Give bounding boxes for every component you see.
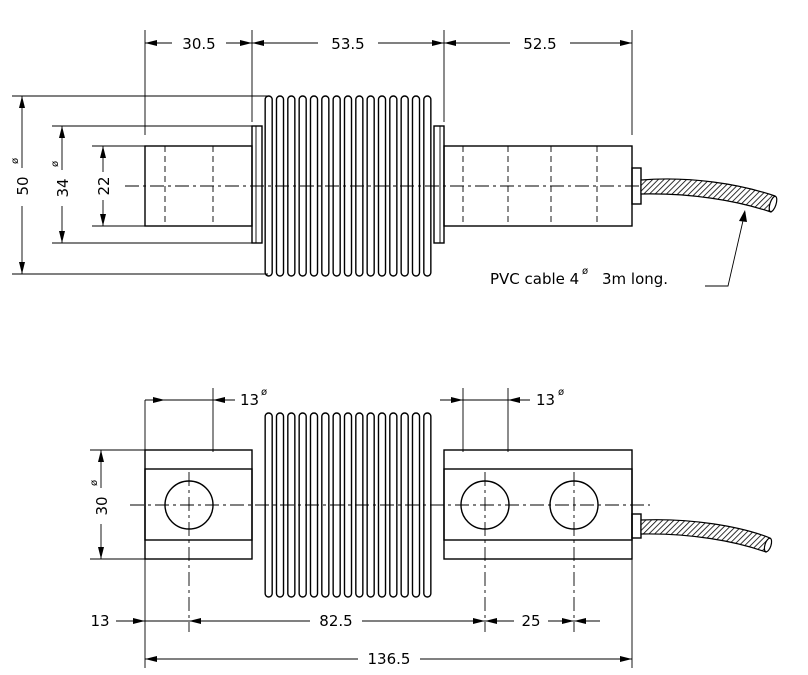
width-dia-symbol: ø [89, 480, 100, 486]
top-view: 30.5 53.5 52.5 50 ø 34 ø [10, 30, 778, 288]
width-dimension: 30 ø [89, 449, 145, 560]
dim-right-label: 52.5 [523, 35, 556, 53]
dia-outer-symbol: ø [10, 158, 21, 164]
bellows-fin [411, 412, 421, 598]
bellows-fin [264, 95, 273, 277]
bottom-cable [640, 519, 773, 553]
bellows-fin [343, 95, 353, 277]
bottom-dimension-chain: 13 82.5 25 136.5 [86, 559, 633, 668]
bottom-bellows [264, 412, 432, 598]
bellows-fin [332, 95, 341, 277]
hole-right-label: 13 [536, 391, 555, 409]
top-dimension-chain: 30.5 53.5 52.5 [144, 30, 633, 135]
bellows-fin [400, 412, 409, 598]
top-body [144, 125, 642, 244]
bellows-fin [309, 412, 319, 598]
bellows-fin [287, 95, 296, 277]
bellows-fin [400, 95, 409, 277]
dia-outer-label: 50 [14, 176, 32, 195]
bellows-fin [264, 412, 273, 598]
dim-middle-label: 53.5 [331, 35, 364, 53]
bellows-fin [423, 412, 432, 598]
hole-dim-left: 13 ø [144, 387, 267, 452]
bellows-fin [377, 95, 387, 277]
dim-left-label: 30.5 [182, 35, 215, 53]
bottom-view: 13 ø 13 ø 30 ø [86, 387, 773, 668]
dia-flange-symbol: ø [50, 161, 61, 167]
dia-flange-label: 34 [54, 178, 72, 197]
bellows-fin [275, 412, 285, 598]
dim-total-label: 136.5 [368, 650, 411, 668]
cable-note-label: PVC cable 4 [490, 270, 579, 288]
width-dia-label: 30 [93, 496, 111, 515]
bellows-fin [309, 95, 319, 277]
top-bellows [264, 95, 432, 277]
bellows-fin [298, 95, 307, 277]
bellows-fin [366, 95, 375, 277]
bellows-fin [287, 412, 296, 598]
bellows-fin [423, 95, 432, 277]
dim-spacing-label: 25 [521, 612, 540, 630]
bellows-fin [377, 412, 387, 598]
hole-left-symbol: ø [261, 387, 267, 398]
top-cable [640, 178, 778, 213]
bottom-body [144, 449, 642, 560]
bellows-fin [389, 95, 398, 277]
bellows-fin [321, 412, 330, 598]
cable-leader: PVC cable 4 ø 3m long. [490, 210, 747, 288]
dim-offset-label: 13 [90, 612, 109, 630]
cable-note-tail: 3m long. [602, 270, 668, 288]
height-body-label: 22 [95, 176, 113, 195]
bellows-fin [332, 412, 341, 598]
hole-dim-right: 13 ø [440, 387, 564, 452]
bellows-fin [275, 95, 285, 277]
bellows-fin [389, 412, 398, 598]
bellows-fin [298, 412, 307, 598]
bellows-fin [355, 95, 364, 277]
dim-centers-label: 82.5 [319, 612, 352, 630]
bellows-fin [355, 412, 364, 598]
cable-note-symbol: ø [582, 266, 588, 277]
bellows-fin [343, 412, 353, 598]
hole-left-label: 13 [240, 391, 259, 409]
bellows-fin [366, 412, 375, 598]
bellows-fin [411, 95, 421, 277]
hole-right-symbol: ø [558, 387, 564, 398]
bottom-centerlines [130, 472, 650, 632]
bellows-fin [321, 95, 330, 277]
left-vertical-dimensions: 50 ø 34 ø 22 [10, 95, 268, 275]
